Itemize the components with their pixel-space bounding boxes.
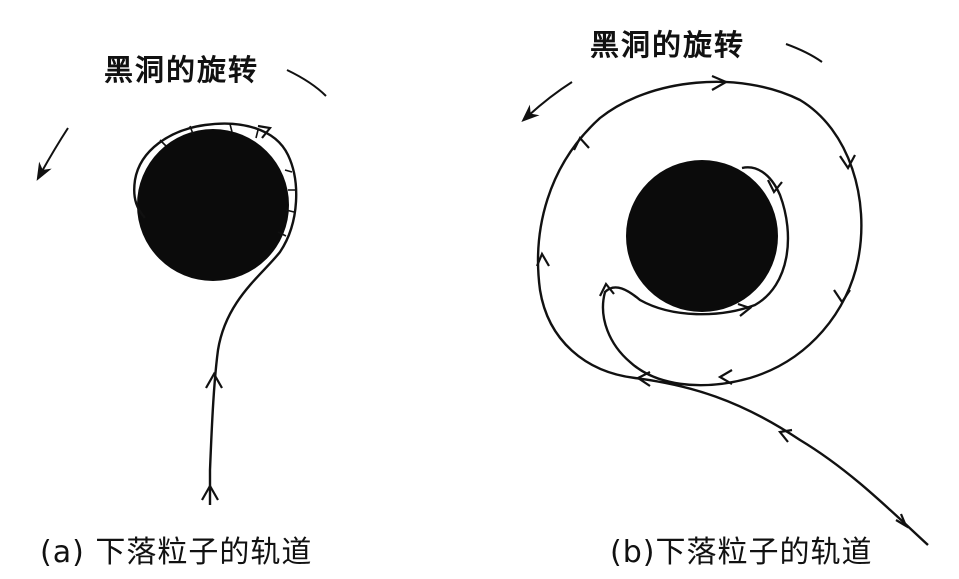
black-hole-b <box>626 160 778 312</box>
trajectory-rim-strokes-a <box>159 123 296 237</box>
trajectory-arrow-b-7 <box>839 154 856 171</box>
rotation-arrow-a-left <box>36 127 69 181</box>
trajectory-arrow-b-1 <box>895 513 909 529</box>
trajectory-arrow-b-10 <box>599 281 615 297</box>
trajectory-arrow-a-1 <box>201 483 219 501</box>
trajectory-arrow-b-5 <box>573 136 590 151</box>
trajectory-arrow-b-11 <box>737 302 753 317</box>
rotation-arrow-b-left <box>521 81 573 123</box>
caption-b: (b)下落粒子的轨道 <box>610 535 873 570</box>
trajectory-arrow-b-2 <box>777 428 793 443</box>
panel-b <box>521 43 929 546</box>
trajectory-arrow-b-9 <box>717 369 733 385</box>
panel-a <box>36 69 327 505</box>
caption-a: (a) 下落粒子的轨道 <box>40 535 313 570</box>
trajectory-arrow-b-4 <box>535 251 550 267</box>
particle-trajectory-a <box>133 122 298 505</box>
particle-trajectory-b <box>536 80 929 546</box>
trajectory-arrow-a-3 <box>257 124 273 139</box>
trajectory-arrow-b-12 <box>767 179 783 195</box>
trajectory-arrow-b-3 <box>635 371 651 387</box>
trajectory-arrow-a-2 <box>205 371 223 389</box>
rotation-label-b: 黑洞的旋转 <box>590 28 746 62</box>
rotation-label-a: 黑洞的旋转 <box>104 53 260 87</box>
trajectory-arrow-b-6 <box>711 74 729 91</box>
rotation-arc-b-right <box>785 43 823 63</box>
trajectory-arrow-b-8 <box>833 289 851 304</box>
black-hole-a <box>137 129 289 281</box>
rotation-arc-a-right <box>286 69 327 97</box>
